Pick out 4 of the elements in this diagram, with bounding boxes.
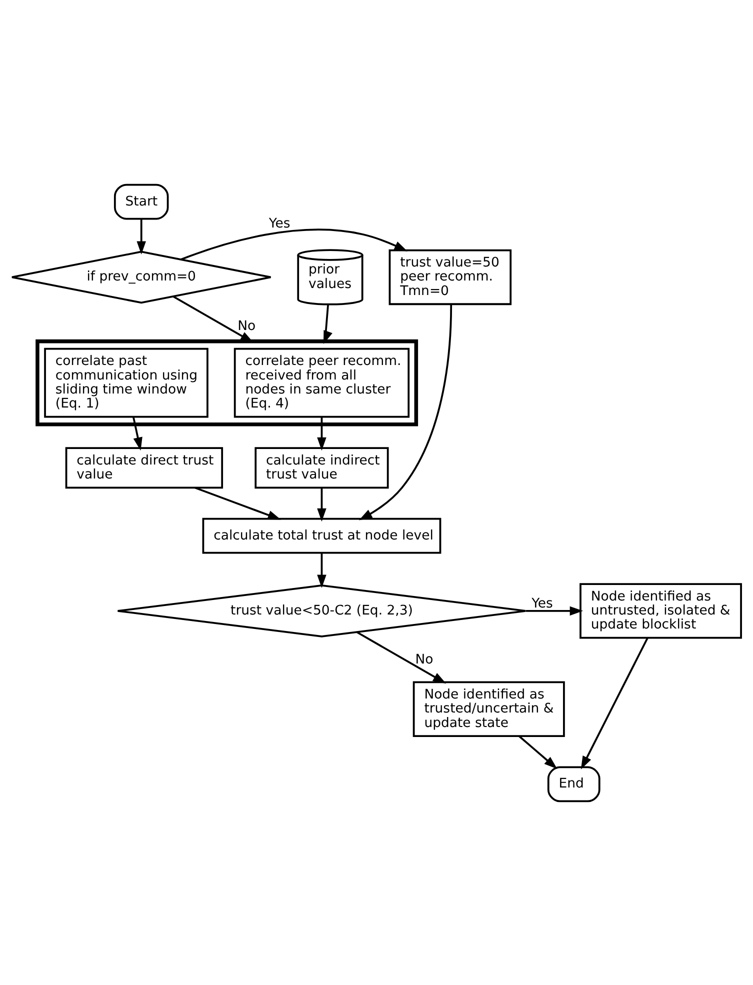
edge-label: Yes [268,216,290,232]
edge-label: No [238,318,256,334]
edge-label: No [415,652,434,668]
edge-label: Yes [532,596,553,611]
